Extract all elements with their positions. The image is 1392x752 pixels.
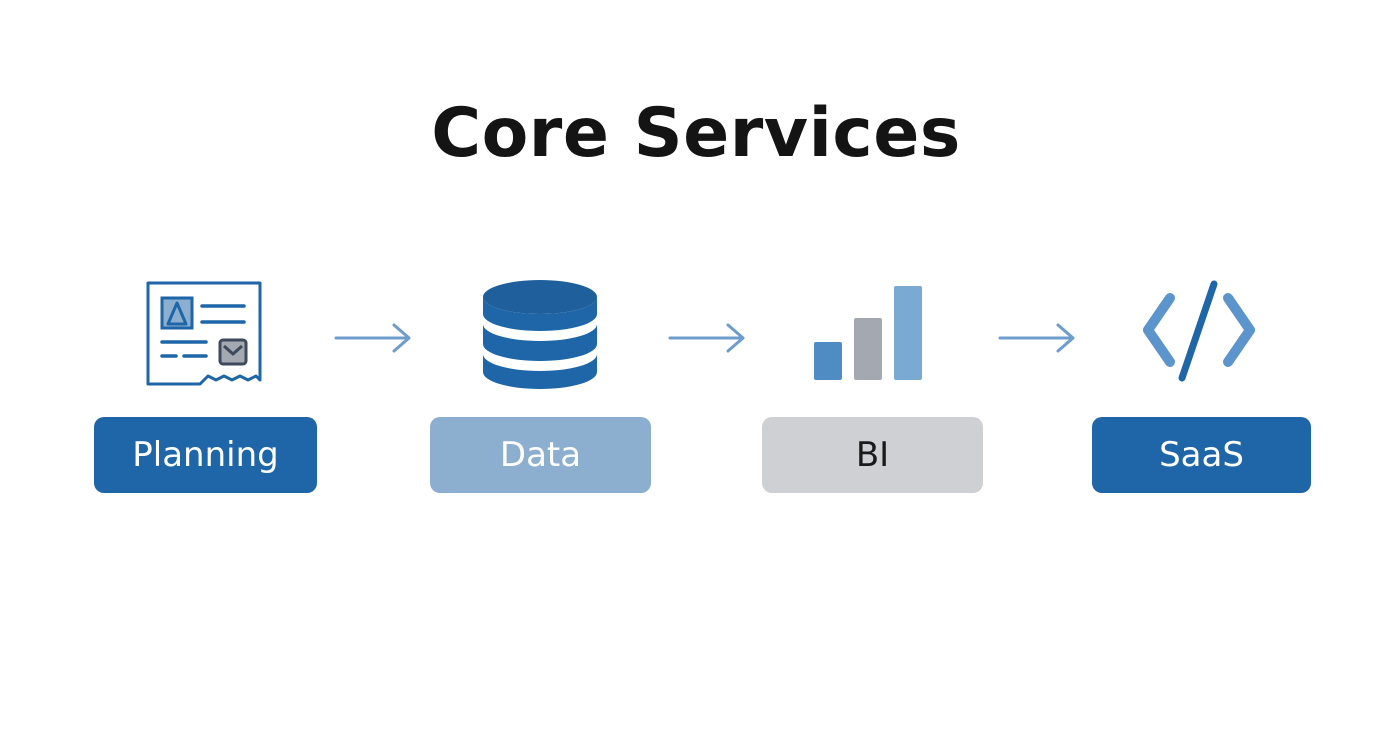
stage-label: Planning (132, 435, 279, 475)
planning-document-icon (146, 281, 262, 386)
bar-chart-icon (814, 286, 922, 380)
stage-label: SaaS (1159, 435, 1244, 475)
stage-label: BI (855, 435, 890, 475)
stage-saas: SaaS (1092, 417, 1311, 493)
arrow-right-icon (668, 323, 745, 353)
stage-bi: BI (762, 417, 983, 493)
stage-label: Data (499, 435, 582, 475)
arrow-right-icon (998, 323, 1075, 353)
stage-planning: Planning (94, 417, 317, 493)
code-brackets-icon (1143, 280, 1255, 382)
arrow-right-icon (334, 323, 411, 353)
stage-data: Data (430, 417, 651, 493)
page-title: Core Services (431, 94, 961, 173)
database-icon (483, 280, 597, 389)
